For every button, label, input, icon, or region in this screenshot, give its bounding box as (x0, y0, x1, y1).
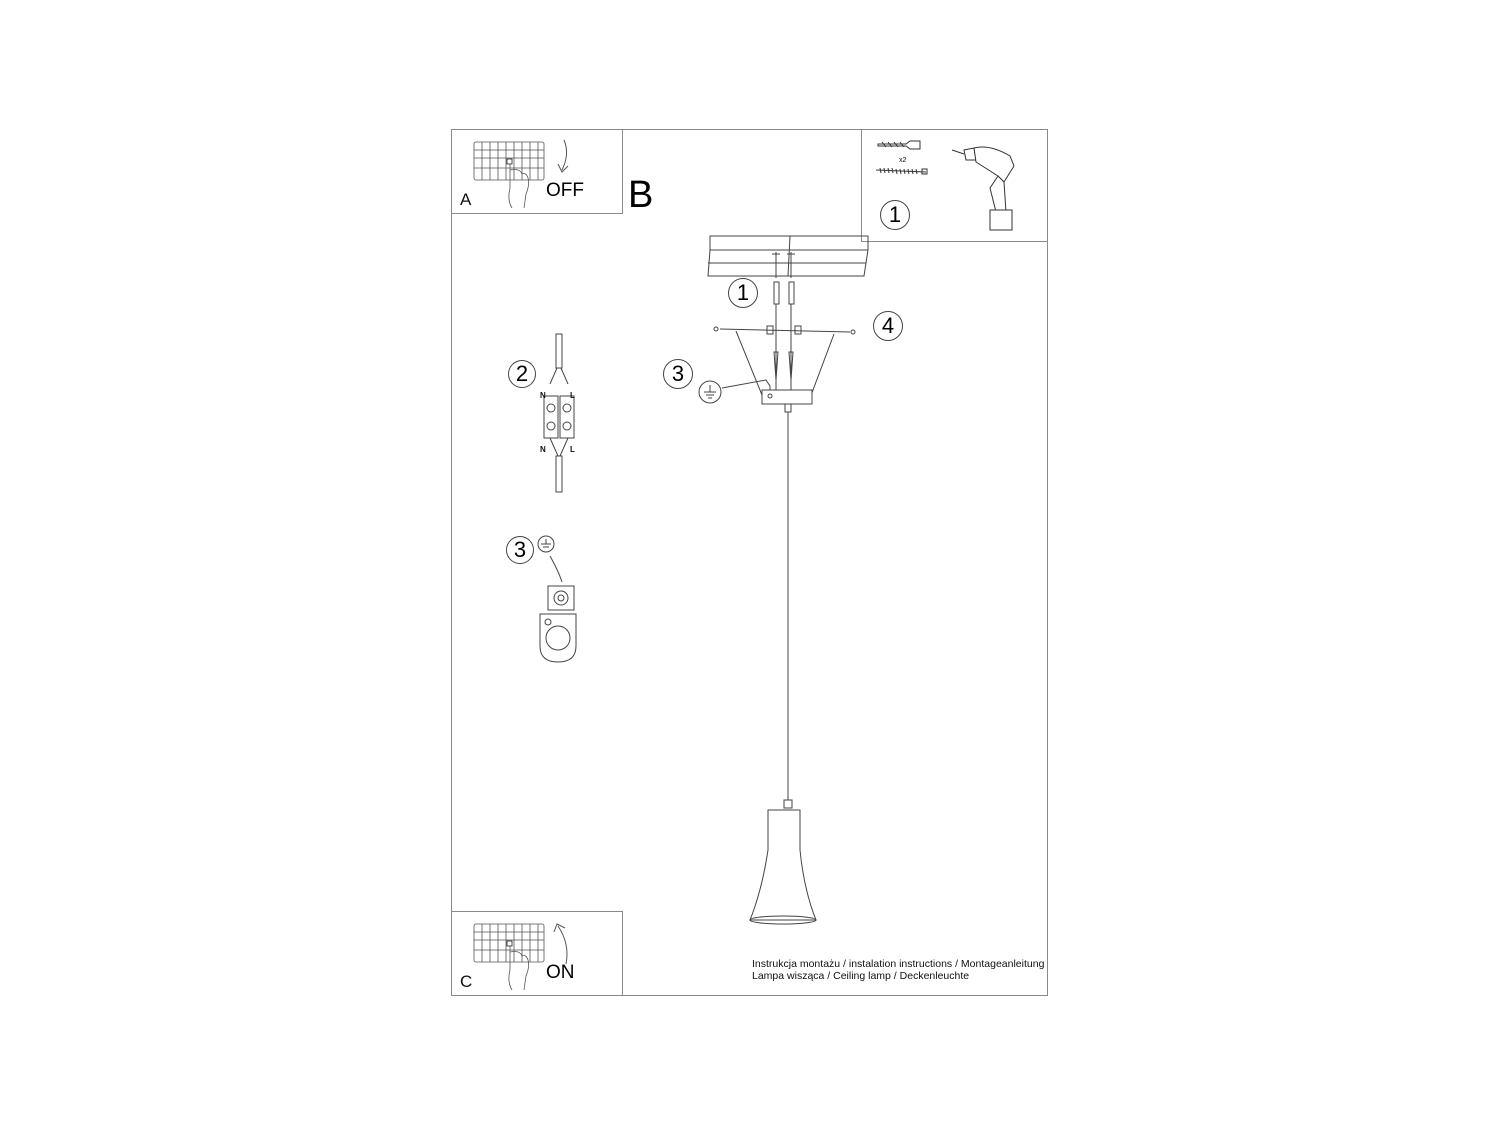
instruction-sheet-frame (451, 129, 1048, 996)
caption-line-1: Instrukcja montażu / instalation instruc… (752, 958, 1045, 970)
step-3-badge: 3 (506, 536, 534, 564)
callout-1: 1 (728, 278, 758, 308)
breaker-switch-on-icon (473, 923, 545, 991)
live-label-bottom: L (570, 445, 575, 454)
panel-letter-c: C (460, 972, 473, 991)
off-label: OFF (546, 180, 584, 201)
ground-terminal-diagram (537, 535, 577, 663)
panel-letter-b: B (628, 174, 654, 216)
on-label: ON (546, 962, 575, 983)
wall-plug-icon (773, 281, 780, 305)
quantity-label: x2 (899, 157, 907, 164)
lamp-shade-icon (749, 799, 817, 925)
neutral-label-bottom: N (540, 445, 546, 454)
live-label-top: L (570, 391, 575, 400)
neutral-label-top: N (540, 391, 546, 400)
tools-panel: x2 1 (861, 129, 1048, 242)
step-2-badge: 2 (508, 360, 536, 388)
mounting-bracket-icon (719, 328, 851, 333)
instruction-caption: Instrukcja montażu / instalation instruc… (752, 958, 1044, 982)
panel-a-power-off: A OFF (451, 129, 623, 214)
callout-4: 4 (873, 311, 903, 341)
callout-3: 3 (663, 359, 693, 389)
wall-plug-icon (877, 140, 921, 150)
terminal-block-icon (543, 333, 575, 493)
caption-line-2: Lampa wisząca / Ceiling lamp / Deckenleu… (752, 970, 970, 982)
panel-letter-a: A (460, 190, 472, 209)
screw-icon (875, 167, 928, 175)
main-assembly-diagram (698, 235, 869, 925)
drill-icon (951, 146, 1015, 231)
arrow-down-icon (557, 139, 569, 173)
arrow-up-icon (553, 923, 568, 965)
canopy-icon (761, 389, 813, 405)
breaker-switch-off-icon (473, 141, 545, 209)
step-1-badge: 1 (880, 200, 910, 230)
panel-c-power-on: C ON (451, 911, 623, 996)
